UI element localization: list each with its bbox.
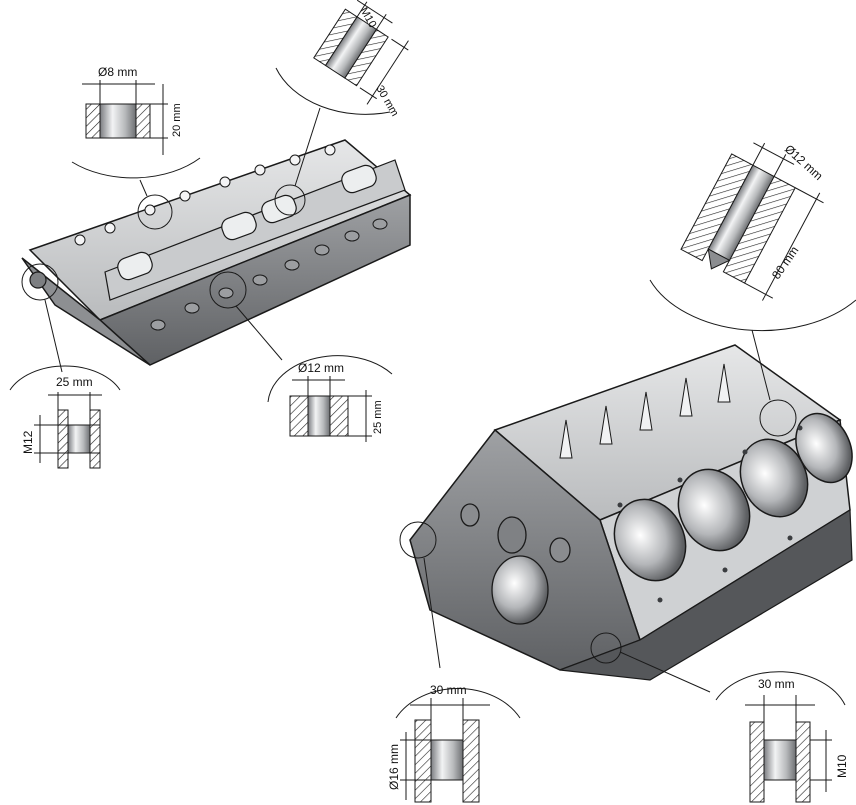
guide-hole-depth: 20 mm — [171, 103, 183, 137]
block-top-hole-diameter: Ø12 mm — [782, 142, 826, 183]
head-detail-markers — [21, 107, 321, 373]
block-detail-markers — [399, 329, 797, 693]
front-left-diameter: Ø16 mm — [387, 744, 401, 790]
block-top-hole-depth: 80 mm — [769, 244, 802, 282]
end-hole-width: 25 mm — [56, 375, 93, 389]
callout-block-front-left: 30 mm Ø16 mm — [387, 683, 521, 803]
front-right-thread: M10 — [835, 754, 849, 778]
engine-block — [409, 344, 853, 681]
callout-head-thread-top: M10 30 mm — [275, 0, 409, 119]
callout-block-top-hole: Ø12 mm 80 mm — [649, 142, 856, 332]
callout-head-bottom-hole: Ø12 mm 25 mm — [267, 355, 393, 442]
callout-head-end-hole: 25 mm M12 — [9, 365, 121, 469]
callout-head-guide-hole: Ø8 mm 20 mm — [71, 65, 201, 179]
front-left-width: 30 mm — [430, 683, 467, 697]
guide-hole-diameter: Ø8 mm — [98, 65, 137, 79]
head-bottom-hole-depth: 25 mm — [372, 400, 384, 434]
callout-block-front-right: 30 mm M10 — [715, 671, 849, 803]
thread-top-depth: 30 mm — [373, 84, 400, 119]
end-hole-thread: M12 — [21, 430, 35, 454]
front-right-width: 30 mm — [758, 677, 795, 691]
cylinder-head — [21, 139, 412, 366]
head-bottom-hole-diameter: Ø12 mm — [298, 361, 344, 375]
